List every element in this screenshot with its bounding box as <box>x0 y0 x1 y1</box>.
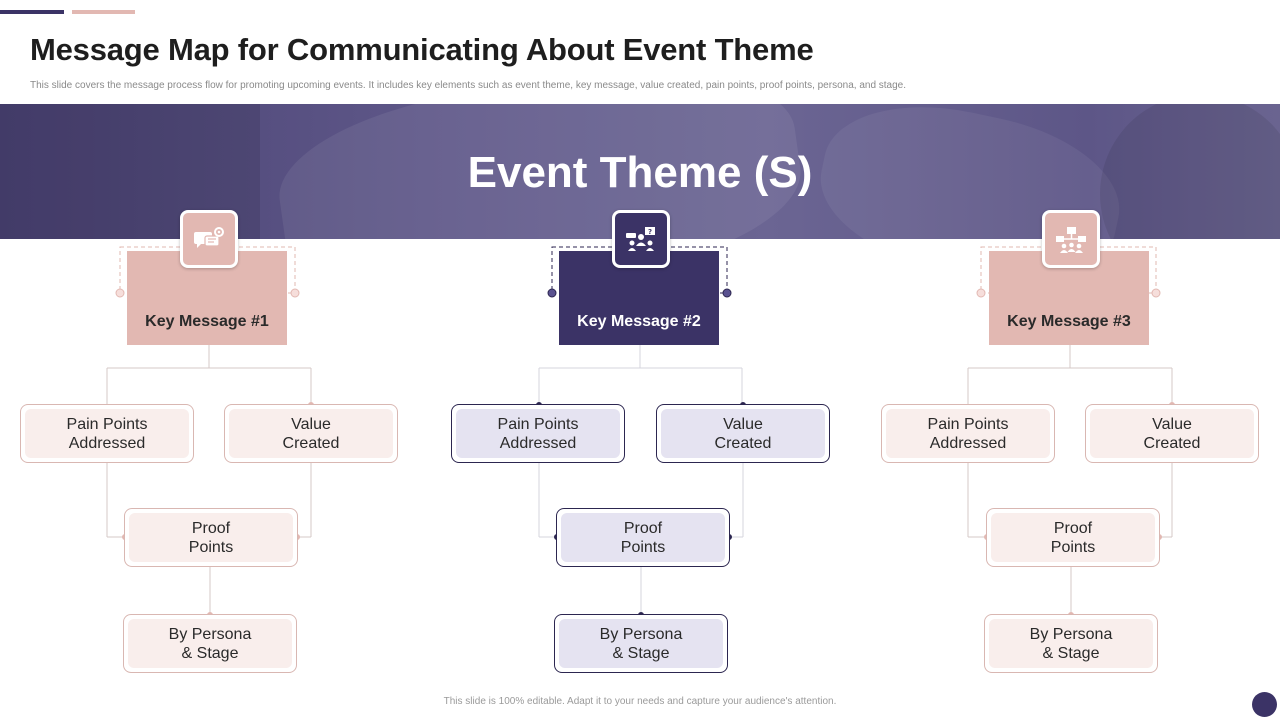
org-network-icon <box>1042 210 1100 268</box>
svg-text:?: ? <box>648 228 652 236</box>
chat-settings-icon <box>180 210 238 268</box>
event-theme-title: Event Theme (S) <box>467 148 813 197</box>
key-message-label: Key Message #3 <box>1007 313 1131 330</box>
accent-bar-dark <box>0 10 64 14</box>
proof-points-node: Proof Points <box>556 508 730 567</box>
persona-stage-node: By Persona & Stage <box>984 614 1158 673</box>
pain-points-label: Pain Points Addressed <box>886 409 1050 458</box>
proof-points-label: Proof Points <box>561 513 725 562</box>
banner-texture <box>1100 104 1280 239</box>
pain-points-node: Pain Points Addressed <box>451 404 625 463</box>
page-indicator-dot <box>1252 692 1277 717</box>
persona-stage-label: By Persona & Stage <box>128 619 292 668</box>
pain-points-node: Pain Points Addressed <box>881 404 1055 463</box>
pain-points-node: Pain Points Addressed <box>20 404 194 463</box>
pain-points-label: Pain Points Addressed <box>25 409 189 458</box>
footer-note: This slide is 100% editable. Adapt it to… <box>443 696 837 707</box>
value-created-node: Value Created <box>1085 404 1259 463</box>
key-message-label: Key Message #1 <box>145 313 269 330</box>
proof-points-node: Proof Points <box>124 508 298 567</box>
presentation-audience-icon: ? <box>612 210 670 268</box>
accent-bar-pink <box>72 10 135 14</box>
proof-points-label: Proof Points <box>129 513 293 562</box>
value-created-node: Value Created <box>656 404 830 463</box>
page-subtitle: This slide covers the message process fl… <box>30 80 907 91</box>
persona-stage-label: By Persona & Stage <box>559 619 723 668</box>
value-created-label: Value Created <box>661 409 825 458</box>
persona-stage-label: By Persona & Stage <box>989 619 1153 668</box>
proof-points-node: Proof Points <box>986 508 1160 567</box>
value-created-label: Value Created <box>1090 409 1254 458</box>
page-title: Message Map for Communicating About Even… <box>30 32 814 67</box>
persona-stage-node: By Persona & Stage <box>123 614 297 673</box>
persona-stage-node: By Persona & Stage <box>554 614 728 673</box>
event-theme-banner: Event Theme (S) <box>0 104 1280 239</box>
value-created-node: Value Created <box>224 404 398 463</box>
value-created-label: Value Created <box>229 409 393 458</box>
key-message-label: Key Message #2 <box>577 313 701 330</box>
proof-points-label: Proof Points <box>991 513 1155 562</box>
pain-points-label: Pain Points Addressed <box>456 409 620 458</box>
